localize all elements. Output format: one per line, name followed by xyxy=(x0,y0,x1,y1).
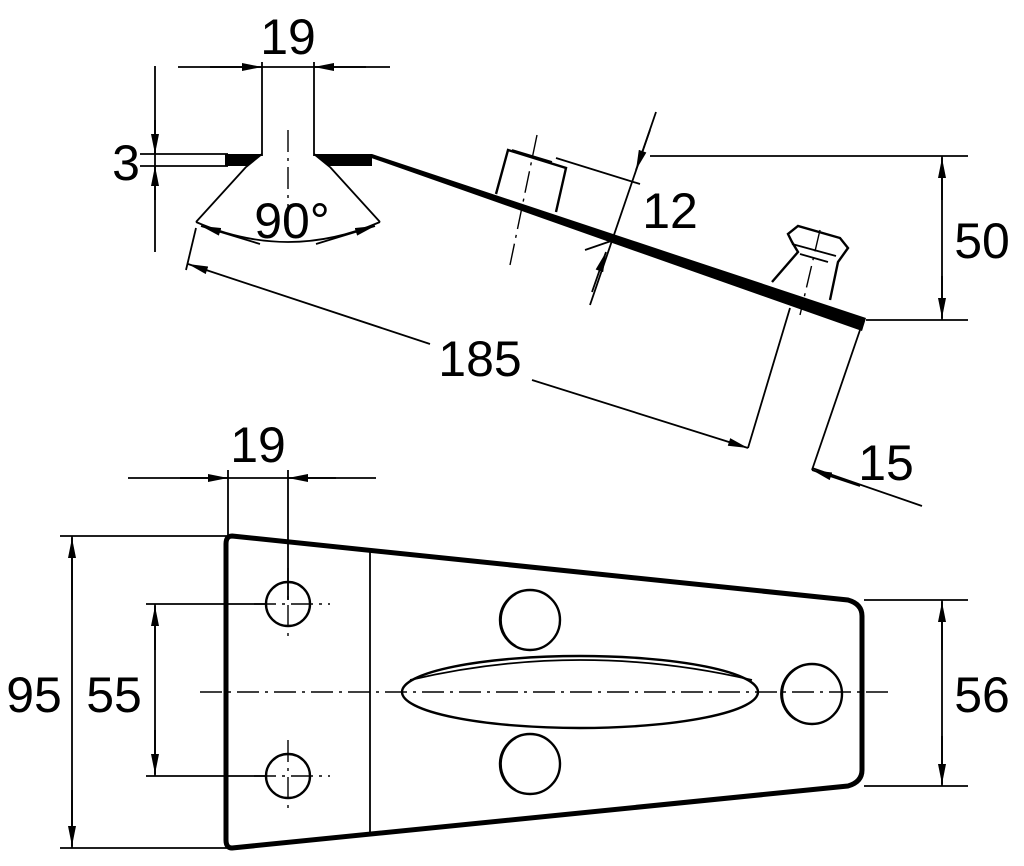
dim-plan-hole-pitch: 19 xyxy=(230,417,286,473)
dim-countersink-angle: 90° xyxy=(254,193,330,249)
dim-plan-overall-width: 95 xyxy=(6,667,62,723)
bolt-head xyxy=(780,662,844,726)
dim-plan-hole-spacing: 55 xyxy=(86,667,142,723)
oval-slot xyxy=(400,654,760,730)
boss-top xyxy=(498,588,562,652)
dim-bolt-offset: 15 xyxy=(858,435,914,491)
side-boss xyxy=(494,148,568,213)
dim-side-top-width: 19 xyxy=(260,9,316,65)
dim-rise-height: 50 xyxy=(954,213,1010,269)
dim-sheet-thickness: 3 xyxy=(112,135,140,191)
plan-outline xyxy=(223,533,865,851)
dim-slant-length: 185 xyxy=(438,331,521,387)
side-bolt xyxy=(771,224,850,301)
side-slant-plate xyxy=(360,154,866,331)
side-view xyxy=(140,62,968,507)
plan-view xyxy=(60,470,968,851)
dim-plan-narrow-width: 56 xyxy=(954,667,1010,723)
boss-bottom xyxy=(498,732,562,796)
dim-cap-height: 12 xyxy=(642,183,698,239)
